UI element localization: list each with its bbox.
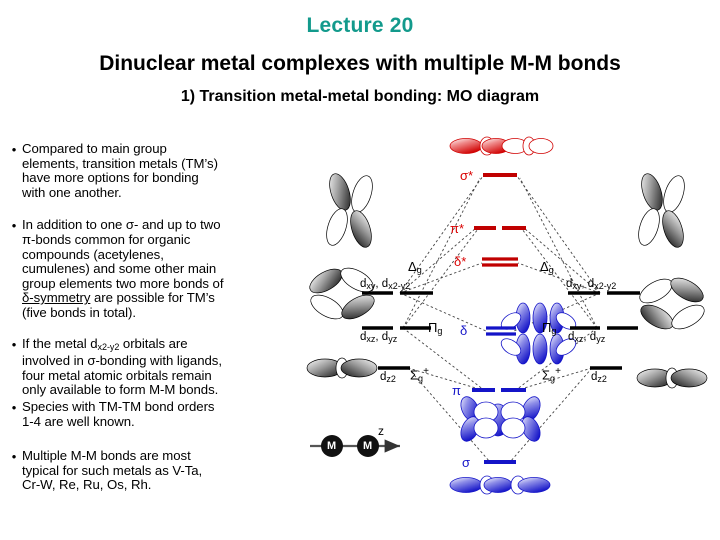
sigma-orbital-picture: [449, 475, 551, 495]
level-label-delta: δ: [460, 323, 468, 338]
level-label-sigma: σ: [462, 455, 471, 470]
bullet-line-rest: are possible for TM’s: [90, 290, 215, 306]
bullet-line: Species with TM-TM bond orders: [22, 398, 215, 414]
left-dz2-orbital-picture: [306, 357, 378, 379]
lecture-title: Lecture 20: [306, 14, 414, 37]
symmetry-label-delta-g-left: Δg: [408, 259, 422, 275]
bullet-marker: •: [11, 449, 17, 465]
orbital-name: dxz, dyz: [360, 331, 398, 344]
bullet-line: 1-4 are well known.: [22, 413, 135, 429]
symmetry-label-pi-g-left: Πg: [428, 320, 443, 336]
symmetry-label-delta-g-right: Δg: [540, 259, 554, 275]
right-dxy-orbital-picture: [638, 173, 685, 248]
bullet-line: Compared to main group: [22, 141, 167, 156]
subscript-x2y2: x2-y2: [97, 341, 120, 352]
bullet-line: group elements two more bonds of: [22, 275, 224, 291]
atom-label-m1: M: [327, 440, 337, 452]
atom-label-m2: M: [363, 440, 373, 452]
right-dz2-orbital-picture: [636, 367, 708, 389]
bullet-line: involved in σ-bonding with ligands,: [22, 353, 222, 369]
bullet-marker: •: [11, 142, 17, 157]
bullet-marker: •: [11, 218, 17, 234]
level-bar-delta: [486, 326, 516, 336]
bullet-line: compounds (acetylenes,: [22, 246, 164, 262]
right-dxz-orbital-picture: [639, 277, 705, 330]
bullet-line: (five bonds in total).: [22, 304, 136, 320]
bullet-line: have more options for bonding: [22, 170, 199, 186]
orbital-name: dxy, dx2-y2: [566, 278, 617, 291]
bullet-text: Compared to main group elements, transit…: [22, 141, 218, 200]
page-title: Dinuclear metal complexes with multiple …: [99, 52, 621, 75]
bullet-marker: •: [11, 336, 17, 352]
delta-orbital-picture: [500, 302, 577, 365]
bullet-text: Multiple M-M bonds are most typical for …: [22, 448, 203, 493]
bullet-line: with one another.: [22, 184, 122, 200]
symmetry-label-sigma-g-left: Σg+: [410, 366, 429, 384]
left-level-label-dxy-dx2y2: dxy, dx2-y2: [360, 278, 410, 292]
bullet-line: Cr-W, Re, Ru, Os, Rh.: [22, 477, 152, 493]
bullet-line: four metal atomic orbitals remain: [22, 367, 212, 383]
left-dxz-orbital-picture: [309, 267, 375, 320]
level-label-sigma-star: σ*: [460, 168, 474, 183]
bullet-list: • Compared to main group elements, trans…: [6, 141, 306, 507]
list-item: • Multiple M-M bonds are most typical fo…: [6, 448, 306, 493]
left-level-label-dxz-dyz: dxz, dyz: [360, 331, 397, 345]
orbital-name: dz2: [380, 371, 396, 384]
bullet-line: If the metal dx2-y2 orbitals are: [22, 335, 188, 352]
bullet-line: Multiple M-M bonds are most: [22, 448, 191, 464]
page-subtitle: 1) Transition metal-metal bonding: MO di…: [180, 88, 540, 105]
list-item: • In addition to one σ- and up to two π-…: [6, 218, 306, 320]
symmetry-label-pi-g-right: Πg: [542, 320, 557, 336]
orbital-name: dxz, dyz: [568, 331, 606, 344]
bullet-text: In addition to one σ- and up to two π-bo…: [22, 217, 224, 320]
z-axis-label: z: [378, 424, 384, 438]
bullet-line: typical for such metals as V-Ta,: [22, 462, 203, 478]
level-bar-delta-star: [482, 257, 518, 267]
right-level-label-dxy-dx2y2: dxy, dx2-y2: [566, 278, 616, 292]
right-level-label-dz2: dz2: [591, 371, 607, 385]
bullet-line: elements, transition metals (TM’s): [22, 155, 218, 171]
mo-diagram-graphics: [306, 136, 708, 495]
list-item: • Species with TM-TM bond orders 1-4 are…: [6, 398, 306, 429]
bullet-line: cumulenes) and some other main: [22, 261, 217, 277]
bullet-text: Species with TM-TM bond orders 1-4 are w…: [22, 398, 215, 429]
mm-axis-inset: [310, 435, 400, 457]
bullet-line: π-bonds common for organic: [22, 231, 191, 247]
level-label-pi-star: π*: [450, 221, 465, 236]
correlation-lines-right: [509, 175, 601, 463]
list-item: • Compared to main group elements, trans…: [6, 141, 306, 200]
orbital-name: dz2: [591, 371, 607, 384]
bullet-line: In addition to one σ- and up to two: [22, 217, 221, 233]
left-level-label-dz2: dz2: [380, 371, 396, 385]
pi-orbital-picture: [460, 396, 541, 442]
symmetry-label-sigma-g-right: Σg+: [542, 366, 561, 384]
list-item: • If the metal dx2-y2 orbitals are invol…: [6, 335, 306, 398]
left-dxy-orbital-picture: [326, 173, 373, 248]
mo-diagram: σ* π* δ* δ π σ dxy, dx2-y2 dxz, dyz dz2 …: [300, 128, 720, 528]
right-level-label-dxz-dyz: dxz, dyz: [568, 331, 605, 345]
bullet-line: only available to form M-M bonds.: [22, 382, 219, 398]
level-label-pi: π: [452, 383, 461, 398]
bullet-marker: •: [11, 399, 17, 415]
level-label-delta-star: δ*: [454, 254, 467, 269]
sigma-star-orbital-picture: [449, 136, 554, 156]
bullet-line-underlined: δ-symmetry: [22, 290, 91, 306]
correlation-lines-left: [399, 175, 491, 463]
bullet-text: If the metal dx2-y2 orbitals are involve…: [22, 335, 222, 398]
orbital-name: dxy, dx2-y2: [360, 278, 411, 291]
